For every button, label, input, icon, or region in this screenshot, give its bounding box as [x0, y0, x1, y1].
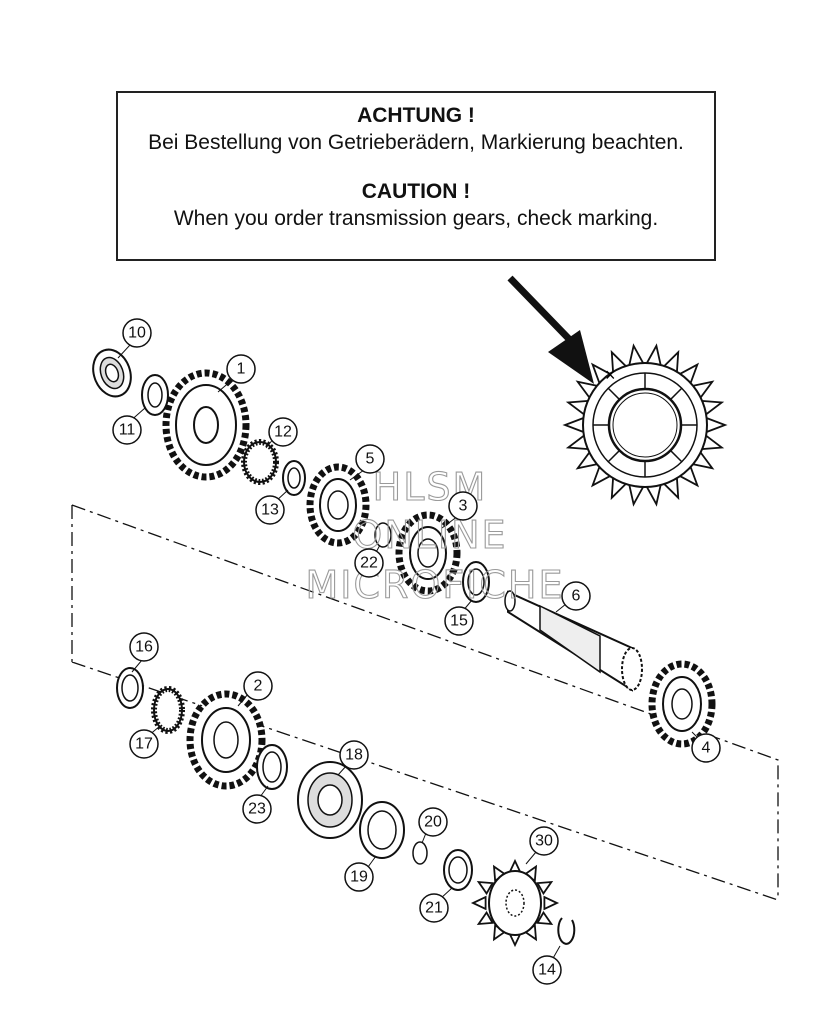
detail-gear-marking: × — [562, 343, 728, 507]
notice-de-title: ACHTUNG ! — [357, 104, 475, 127]
svg-text:22: 22 — [360, 555, 378, 572]
callout-5: 5 — [355, 444, 385, 474]
gear-spoke — [607, 449, 621, 463]
gear-tooth — [535, 880, 554, 896]
washer-15 — [462, 561, 490, 603]
callout-30: 30 — [529, 826, 559, 856]
callout-23: 23 — [242, 794, 272, 824]
svg-text:6: 6 — [572, 588, 581, 605]
o-ring-20 — [412, 841, 428, 865]
svg-text:13: 13 — [261, 502, 279, 519]
svg-text:2: 2 — [254, 678, 263, 695]
svg-text:30: 30 — [535, 833, 553, 850]
notice-en-text: When you order transmission gears, check… — [173, 207, 659, 230]
sprocket-30 — [470, 858, 560, 948]
washer-13 — [282, 460, 306, 496]
watermark: HLSM ONLINE MICROFICHE — [305, 464, 564, 607]
callout-20: 20 — [418, 807, 448, 837]
gear-spoke — [669, 387, 683, 401]
gear-spoke — [669, 449, 683, 463]
callout-21: 21 — [419, 893, 449, 923]
assembly-frame-line — [71, 504, 779, 901]
callout-10: 10 — [122, 318, 152, 348]
svg-text:4: 4 — [702, 740, 711, 757]
svg-text:17: 17 — [135, 736, 153, 753]
gear-tooth — [470, 895, 487, 911]
washer-16 — [116, 667, 144, 709]
caution-notice-box: ACHTUNG ! Bei Bestellung von Getrieberäd… — [116, 91, 716, 261]
callout-1: 1 — [226, 354, 256, 384]
callout-17: 17 — [129, 729, 159, 759]
callout-2: 2 — [243, 671, 273, 701]
svg-text:1: 1 — [237, 361, 246, 378]
gear-tooth — [476, 910, 495, 926]
svg-text:11: 11 — [119, 422, 136, 439]
svg-text:16: 16 — [135, 639, 153, 656]
svg-text:18: 18 — [345, 747, 363, 764]
circlip-14 — [557, 917, 576, 945]
gear-spoke — [607, 387, 621, 401]
svg-text:15: 15 — [450, 613, 468, 630]
gear-tooth — [543, 895, 560, 911]
seal-ring-19 — [359, 801, 405, 859]
svg-text:14: 14 — [538, 962, 556, 979]
gear-2 — [186, 690, 266, 790]
washer-23 — [256, 744, 288, 790]
callout-4: 4 — [691, 733, 721, 763]
gear-tooth — [476, 880, 495, 896]
callout-11: 11 — [112, 415, 142, 445]
gear-3 — [395, 511, 461, 595]
notice-de-text: Bei Bestellung von Getrieberädern, Marki… — [148, 131, 684, 154]
ring-22 — [374, 522, 392, 548]
callout-14: 14 — [532, 955, 562, 985]
washer-11 — [141, 374, 169, 416]
bearing-18 — [297, 761, 363, 839]
svg-text:19: 19 — [350, 869, 368, 886]
marking-arrow — [507, 275, 594, 384]
shaft-6 — [504, 590, 643, 692]
callout-22: 22 — [354, 548, 384, 578]
callout-12: 12 — [268, 417, 298, 447]
svg-text:5: 5 — [366, 451, 375, 468]
callout-18: 18 — [339, 740, 369, 770]
gear-tooth — [535, 910, 554, 926]
svg-text:20: 20 — [424, 814, 442, 831]
callout-16: 16 — [129, 632, 159, 662]
gear-1 — [162, 369, 250, 481]
callout-19: 19 — [344, 862, 374, 892]
callout-6: 6 — [561, 581, 591, 611]
gear-5 — [306, 463, 370, 547]
callout-13: 13 — [255, 495, 285, 525]
svg-text:12: 12 — [274, 424, 292, 441]
bearing-10 — [92, 348, 132, 398]
notice-en-title: CAUTION ! — [361, 180, 471, 203]
svg-text:21: 21 — [425, 900, 443, 917]
needle-bearing-12 — [241, 439, 279, 485]
callout-3: 3 — [448, 491, 478, 521]
marking-x-icon: × — [605, 365, 616, 385]
needle-bearing-17 — [151, 686, 185, 734]
callout-15: 15 — [444, 606, 474, 636]
gear-4 — [648, 660, 716, 748]
svg-text:23: 23 — [248, 801, 266, 818]
svg-text:10: 10 — [128, 325, 146, 342]
spacer-sleeve-21 — [443, 849, 473, 891]
svg-text:MICROFICHE: MICROFICHE — [305, 563, 564, 607]
svg-text:ONLINE: ONLINE — [352, 513, 507, 557]
svg-text:3: 3 — [459, 498, 468, 515]
